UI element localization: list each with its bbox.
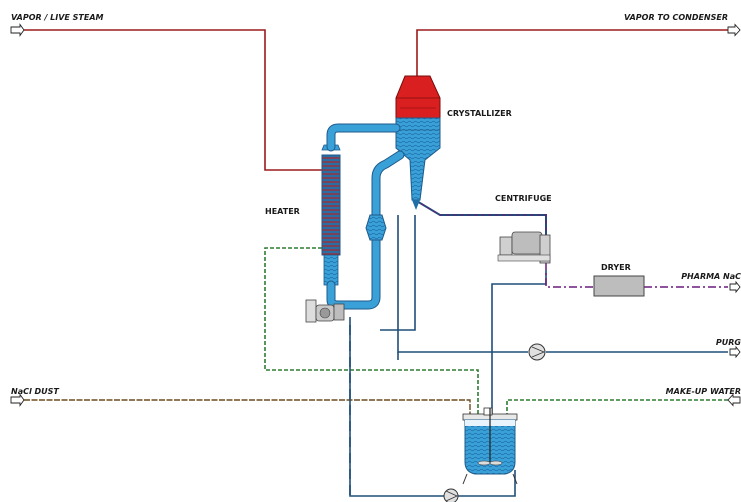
slurry-line bbox=[414, 199, 547, 240]
arrow-in-dust bbox=[10, 393, 25, 407]
arrow-in-water bbox=[727, 393, 741, 407]
label-heater: HEATER bbox=[265, 207, 300, 216]
label-dryer: DRYER bbox=[601, 263, 631, 272]
circulation-piping bbox=[326, 123, 405, 310]
label-pharma-nacl: PHARMA NaC bbox=[681, 272, 741, 281]
label-vapor-steam: VAPOR / LIVE STEAM bbox=[11, 13, 104, 22]
expansion-vessel bbox=[365, 214, 387, 241]
label-centrifuge: CENTRIFUGE bbox=[495, 194, 552, 203]
bottom-pump bbox=[443, 488, 459, 502]
label-nacl-dust: NaCl DUST bbox=[11, 387, 59, 396]
nacl-dust-line bbox=[24, 399, 471, 414]
purge-pump bbox=[528, 343, 546, 361]
return-dashed-lines bbox=[349, 325, 399, 496]
steam-line bbox=[24, 29, 322, 171]
vapor-condenser-line bbox=[416, 29, 728, 76]
label-purge: PURG bbox=[716, 338, 741, 347]
dryer bbox=[593, 275, 645, 297]
label-makeup-water: MAKE-UP WATER bbox=[666, 387, 741, 396]
crystallizer bbox=[395, 75, 441, 210]
circulation-pump bbox=[305, 299, 345, 323]
arrow-out-condenser bbox=[727, 23, 741, 37]
dissolving-tank bbox=[462, 407, 518, 485]
label-vapor-condenser: VAPOR TO CONDENSER bbox=[624, 13, 728, 22]
makeup-water-line bbox=[264, 247, 728, 414]
heater bbox=[321, 144, 341, 286]
arrow-out-purge bbox=[729, 345, 741, 359]
product-line bbox=[545, 262, 728, 288]
arrow-out-pharma bbox=[729, 280, 741, 294]
label-crystallizer: CRYSTALLIZER bbox=[447, 109, 512, 118]
arrow-in-steam bbox=[10, 23, 25, 37]
centrifuge bbox=[497, 231, 551, 264]
